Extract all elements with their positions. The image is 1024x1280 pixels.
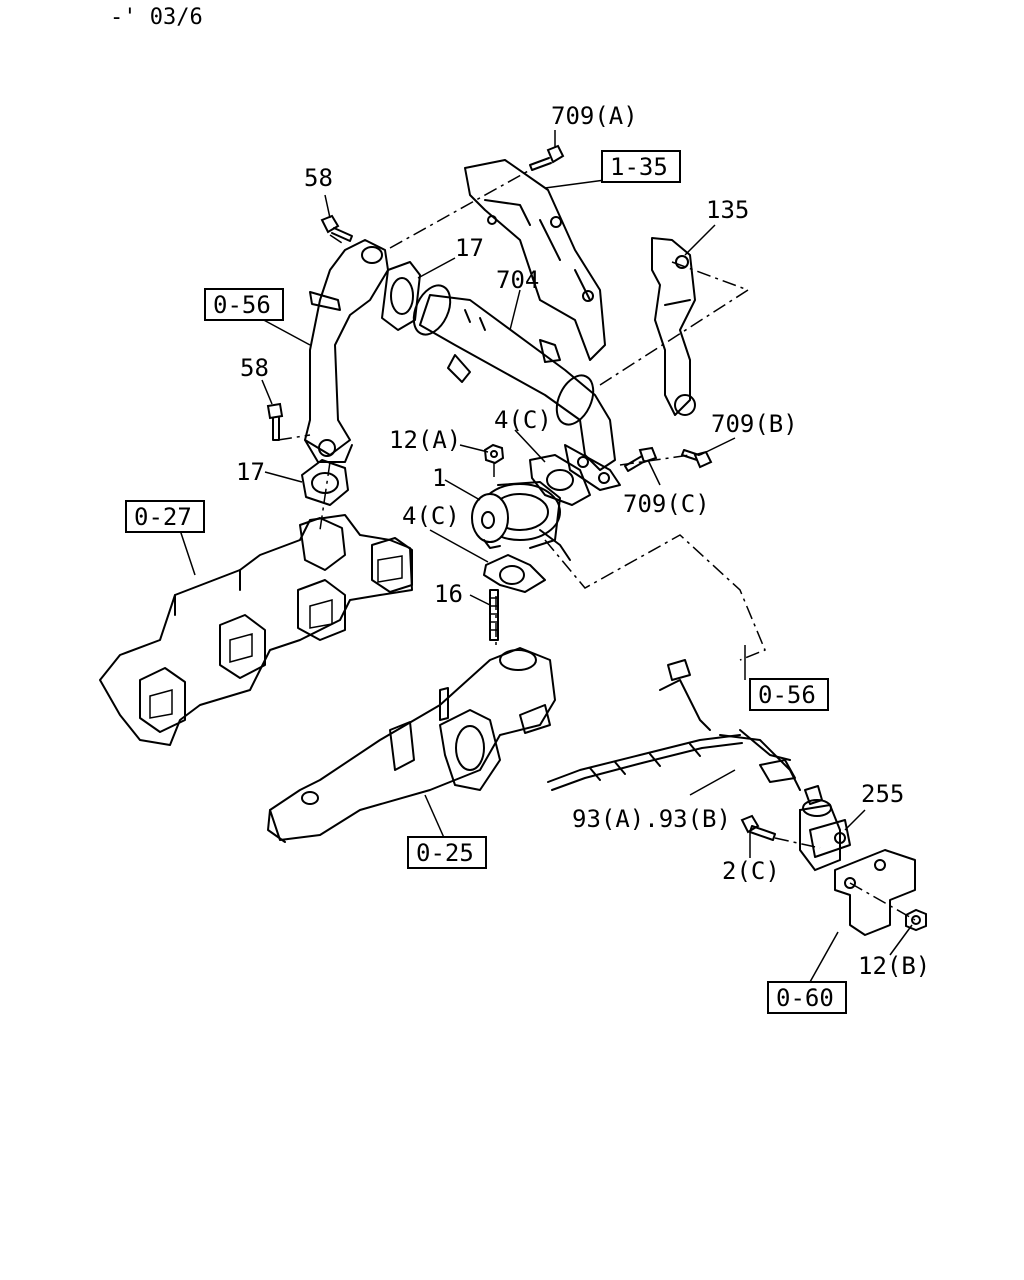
nut-12a-drawing: [483, 443, 505, 465]
callout-704: 704: [496, 266, 539, 294]
callout-93: 93(A).93(B): [572, 805, 731, 833]
callout-17-lower: 17: [236, 458, 265, 486]
reference-0-25-label: 0-25: [416, 839, 474, 867]
bracket-drawing: [464, 159, 606, 361]
revision-code: -' 03/6: [110, 5, 203, 30]
callout-709b: 709(B): [711, 410, 798, 438]
reference-0-56-lower-label: 0-56: [758, 681, 816, 709]
callout-58-upper: 58: [304, 164, 333, 192]
vsv-bracket-drawing: [834, 849, 916, 936]
gasket-upper-drawing: [381, 261, 421, 331]
reference-0-60[interactable]: 0-60: [767, 981, 847, 1014]
callout-255: 255: [861, 780, 904, 808]
callout-2c: 2(C): [722, 857, 780, 885]
callout-16: 16: [434, 580, 463, 608]
bolt-58-upper-drawing: [320, 214, 353, 242]
vsv-valve-drawing: [799, 785, 851, 872]
intake-manifold-drawing: [267, 647, 556, 843]
bolt-2c-drawing: [740, 814, 776, 841]
reference-0-27[interactable]: 0-27: [125, 500, 205, 533]
callout-709a: 709(A): [551, 102, 638, 130]
bolt-709a-drawing: [529, 144, 565, 171]
callout-4c-lower: 4(C): [402, 502, 460, 530]
callout-4c-upper: 4(C): [494, 406, 552, 434]
gasket-4c-lower-drawing: [483, 554, 546, 593]
stud-drawing: [489, 589, 499, 641]
egr-cooler-drawing: [412, 284, 621, 491]
egr-pipe-drawing: [304, 239, 389, 463]
reference-0-56-lower[interactable]: 0-56: [749, 678, 829, 711]
callout-709c: 709(C): [623, 490, 710, 518]
reference-1-35-label: 1-35: [610, 153, 668, 181]
callout-1: 1: [432, 464, 446, 492]
callout-12a: 12(A): [389, 426, 461, 454]
support-plate-drawing: [651, 237, 696, 416]
nut-12b-drawing: [905, 908, 927, 932]
egr-valve-drawing: [471, 481, 571, 561]
bolt-709c-drawing: [624, 446, 658, 472]
reference-0-27-label: 0-27: [134, 503, 192, 531]
gasket-4c-upper-drawing: [529, 454, 591, 506]
reference-1-35[interactable]: 1-35: [601, 150, 681, 183]
assembly-lines: [277, 169, 916, 921]
reference-0-60-label: 0-60: [776, 984, 834, 1012]
reference-0-56-upper[interactable]: 0-56: [204, 288, 284, 321]
bolt-58-lower-drawing: [266, 402, 284, 441]
exhaust-manifold-drawing: [99, 514, 413, 746]
vacuum-hose-drawing: [547, 659, 801, 791]
reference-0-25[interactable]: 0-25: [407, 836, 487, 869]
callout-12b: 12(B): [858, 952, 930, 980]
bolt-709b-drawing: [681, 449, 713, 469]
reference-0-56-upper-label: 0-56: [213, 291, 271, 319]
callout-17-upper: 17: [455, 234, 484, 262]
leader-lines: [179, 130, 913, 983]
callout-labels: 709(A) 58 135 17 704 58 12(A) 4(C) 709(B…: [236, 102, 930, 980]
callout-135: 135: [706, 196, 749, 224]
callout-58-lower: 58: [240, 354, 269, 382]
